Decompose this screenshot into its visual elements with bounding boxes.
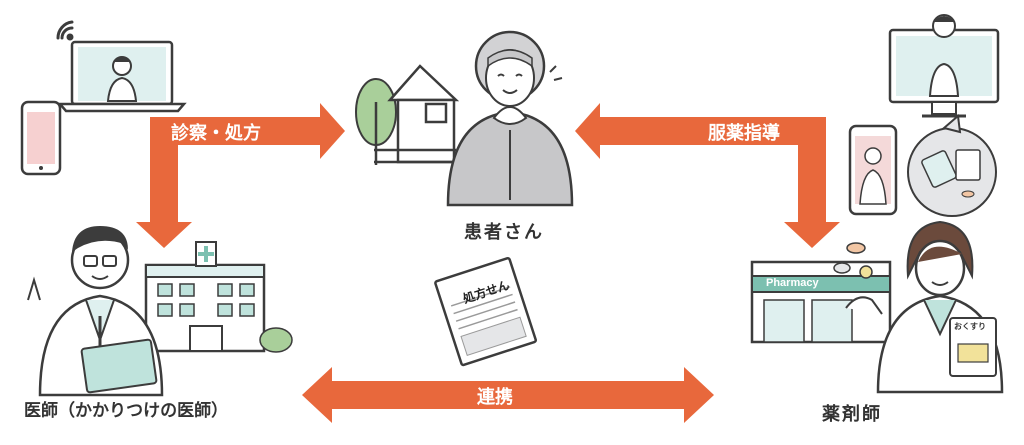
laptop-icon xyxy=(57,40,187,113)
pharmacist-label: 薬剤師 xyxy=(822,404,882,425)
patient-label: 患者さん xyxy=(464,222,544,243)
patient-figure xyxy=(446,30,574,207)
doctor-label: 医師（かかりつけの医師） xyxy=(24,401,229,421)
wifi-icon xyxy=(56,20,74,41)
arrow-guidance-down-to-pharmacist xyxy=(784,117,840,248)
arrow-consult-down-to-doctor xyxy=(136,117,192,248)
hospital-building xyxy=(144,241,293,353)
speech-bubble-medicine xyxy=(907,114,997,217)
smartphone-icon xyxy=(20,100,62,176)
smartphone-pharmacist-icon xyxy=(848,124,898,216)
pharmacy-sign-text: Pharmacy xyxy=(766,277,819,289)
medicine-bag-label: おくすり xyxy=(954,322,986,331)
flow-label-consult-prescribe: 診察・処方 xyxy=(171,123,261,144)
flow-label-medication-guidance: 服薬指導 xyxy=(708,123,780,144)
flow-label-collaboration: 連携 xyxy=(477,387,513,408)
house-icon xyxy=(374,64,460,164)
pharmacist-figure xyxy=(845,220,1004,394)
pills-icon xyxy=(833,242,873,279)
monitor-icon xyxy=(888,14,1000,118)
tree-icon xyxy=(355,78,397,165)
doctor-figure xyxy=(27,226,164,397)
prescription-paper xyxy=(434,256,537,367)
arrow-guidance-to-patient xyxy=(575,103,826,159)
arrow-collaboration xyxy=(302,367,714,423)
arrow-consult-to-patient xyxy=(150,103,345,159)
